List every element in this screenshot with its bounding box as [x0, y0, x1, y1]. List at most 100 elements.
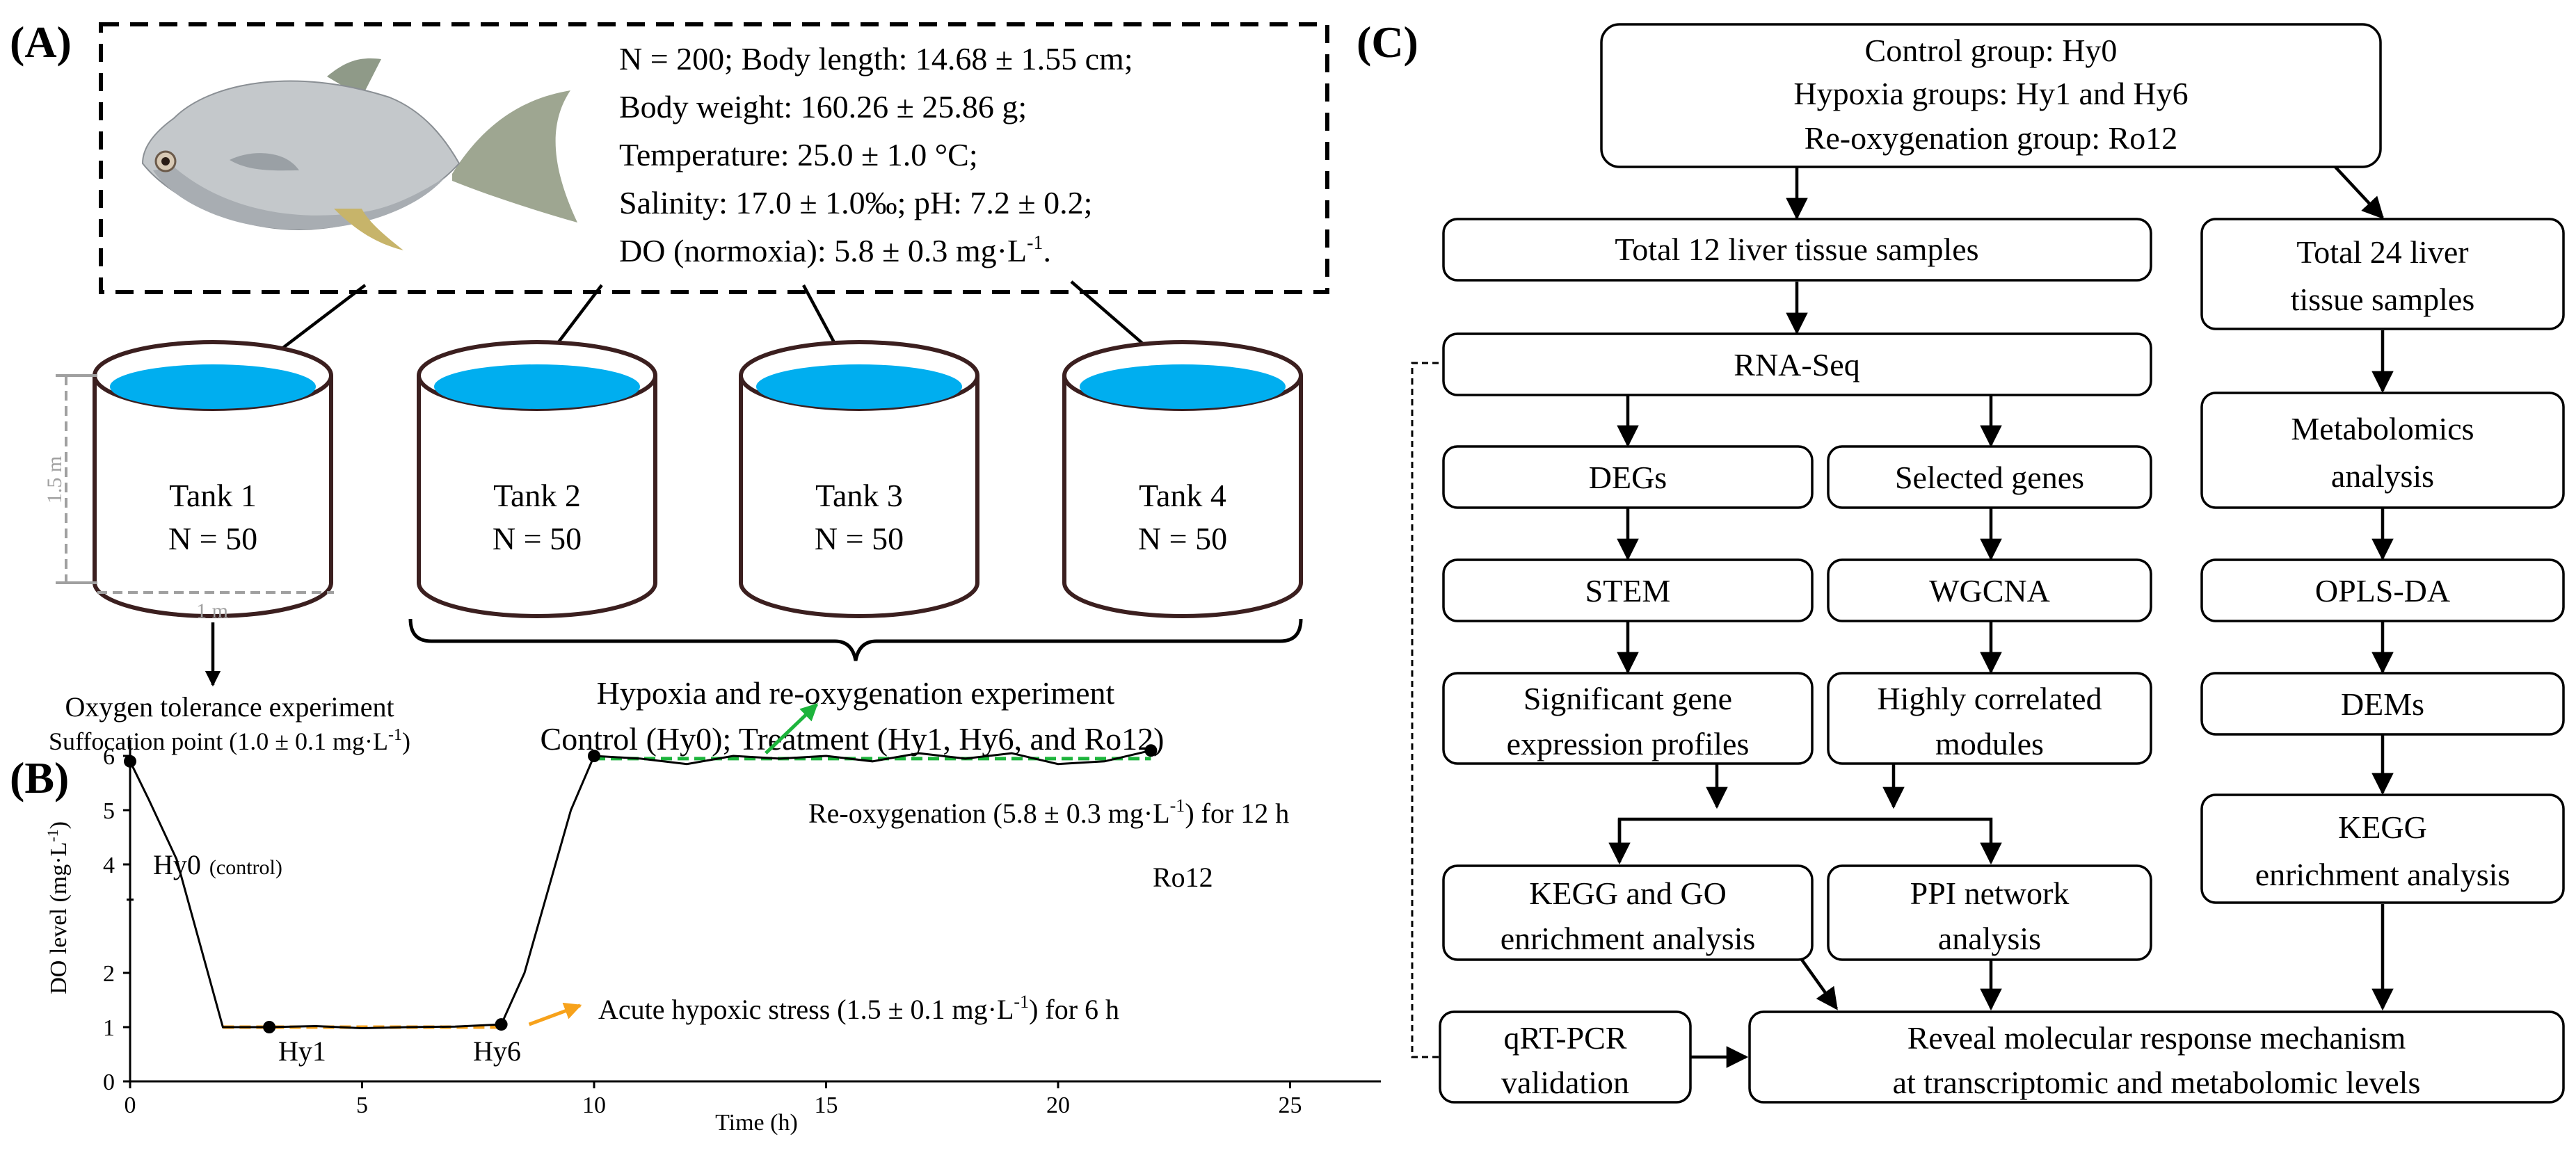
- sample-point: [588, 750, 600, 762]
- fish-belly-shade: [153, 167, 445, 229]
- sample-point: [495, 1018, 508, 1031]
- groups-line-3: Re-oxygenation group: Ro12: [1805, 120, 2178, 156]
- tank-name: Tank 3: [815, 478, 903, 513]
- tank-body: [93, 376, 333, 618]
- groups-box: [1600, 23, 2382, 168]
- reox-end: ) for 12 h: [1185, 798, 1289, 829]
- fish-info-box: [99, 22, 1329, 294]
- fish-info-text: N = 200; Body length: 14.68 ± 1.55 cm; B…: [619, 41, 1133, 268]
- reveal-line-2: at transcriptomic and metabolomic levels: [1893, 1065, 2421, 1100]
- panel-label-c: (C): [1357, 17, 1418, 67]
- liver24-line-1: Total 24 liver: [2296, 234, 2468, 270]
- y-axis-label: DO level (mg·L-1): [44, 821, 72, 994]
- tank-name: Tank 2: [493, 478, 581, 513]
- y-tick-label: 4: [103, 853, 115, 878]
- conn-merge-kegggo-ppi: [1617, 817, 2002, 865]
- panel-label-a: (A): [10, 17, 72, 67]
- hypoxia-experiment-title: Hypoxia and re-oxygenation experiment: [597, 675, 1115, 711]
- tank-water: [756, 364, 962, 409]
- tank-water: [1080, 364, 1286, 409]
- height-label: 1.5 m: [43, 456, 66, 503]
- reoxygenation-callout-arrow: [765, 703, 818, 755]
- groups-line-2: Hypoxia groups: Hy1 and Hy6: [1793, 76, 2188, 111]
- conn-kegggo-reveal: [1800, 958, 1838, 1010]
- kegg-go-line-2: enrichment analysis: [1501, 921, 1756, 956]
- tank-water: [110, 364, 316, 409]
- stem-box: [1442, 558, 1814, 622]
- kegg-box: [2200, 793, 2565, 904]
- selected-genes-box: [1827, 445, 2152, 509]
- oplsda-text: OPLS-DA: [2315, 573, 2450, 608]
- hy0-label: Hy0 (control): [153, 849, 282, 880]
- fish-body: [141, 80, 461, 231]
- y-tick-label: 6: [103, 744, 115, 770]
- dems-text: DEMs: [2341, 686, 2424, 722]
- tank-body: [739, 376, 979, 618]
- stress-text: Acute hypoxic stress (1.5 ± 0.1 mg·L: [598, 994, 1014, 1025]
- sig-profiles-box: [1442, 672, 1814, 765]
- liver24-box: [2200, 218, 2565, 330]
- rnaseq-box: [1442, 332, 2152, 396]
- y-axis-label-text: DO level (mg·L: [46, 842, 72, 994]
- kegg-line-1: KEGG: [2338, 809, 2427, 845]
- hypoxia-callout-arrow: [528, 1002, 582, 1026]
- oplsda-box: [2200, 558, 2565, 622]
- dems-box: [2200, 672, 2565, 736]
- info-line-5-end: .: [1043, 233, 1051, 268]
- info-line-2: Body weight: 160.26 ± 25.86 g;: [619, 89, 1027, 124]
- stress-label: Acute hypoxic stress (1.5 ± 0.1 mg·L-1) …: [598, 992, 1119, 1025]
- ro12-label: Ro12: [1153, 862, 1213, 893]
- hy0-text: Hy0: [153, 849, 201, 880]
- liver12-text: Total 12 liver tissue samples: [1615, 232, 1978, 267]
- y-tick-label: 2: [103, 961, 115, 987]
- tank-body: [417, 376, 657, 618]
- selected-genes-text: Selected genes: [1895, 460, 2084, 495]
- info-line-4: Salinity: 17.0 ± 1.0‰; pH: 7.2 ± 0.2;: [619, 185, 1092, 220]
- reveal-line-1: Reveal molecular response mechanism: [1907, 1020, 2406, 1056]
- kegg-go-box: [1442, 864, 1814, 961]
- tolerance-title: Oxygen tolerance experiment: [65, 691, 394, 723]
- liver24-line-2: tissue samples: [2291, 282, 2474, 317]
- y-axis-label-sup: -1: [44, 829, 61, 841]
- info-line-5-text: DO (normoxia): 5.8 ± 0.3 mg·L: [619, 233, 1027, 268]
- do-series-line: [129, 749, 1151, 1030]
- tank-2: Tank 2 N = 50: [417, 340, 657, 618]
- info-line-5-sup: -1: [1027, 232, 1043, 254]
- pectoral-fin: [230, 153, 299, 171]
- qrtpcr-box: [1439, 1010, 1692, 1104]
- tank-1: Tank 1N = 50: [93, 340, 333, 618]
- tank-body: [1062, 376, 1303, 618]
- x-tick-label: 10: [582, 1092, 606, 1118]
- tank-1-dimensions: 1.5 m 1 m: [43, 374, 334, 622]
- reox-sup: -1: [1170, 796, 1185, 816]
- liver12-box: [1442, 218, 2152, 282]
- panel-a: (A) N = 200; Body length: 14.68 ± 1.55 c…: [10, 17, 1329, 757]
- fish-illustration: [141, 58, 577, 250]
- tolerance-sub: Suffocation point (1.0 ± 0.1 mg·L-1): [49, 726, 410, 755]
- x-tick-label: 20: [1046, 1092, 1070, 1118]
- panel-label-b: (B): [10, 753, 69, 803]
- conn-qrtpcr-rnaseq-dashed: [1411, 355, 1491, 1058]
- metabolomics-line-1: Metabolomics: [2291, 411, 2474, 446]
- y-tick-label: 5: [103, 798, 115, 824]
- tank-count: N = 50: [493, 521, 582, 556]
- hy0-sub: (control): [209, 856, 282, 879]
- tanks-2-4-bracket: [408, 618, 1303, 661]
- stress-end: ) for 6 h: [1029, 994, 1119, 1025]
- tank-water: [434, 364, 640, 409]
- modules-line-2: modules: [1935, 726, 2044, 761]
- degs-box: [1442, 445, 1814, 509]
- panel-c: (C) Control gro: [1357, 17, 2565, 1104]
- info-line-5: DO (normoxia): 5.8 ± 0.3 mg·L-1.: [619, 232, 1051, 268]
- info-line-1: N = 200; Body length: 14.68 ± 1.55 cm;: [619, 41, 1133, 76]
- sample-point: [124, 755, 136, 768]
- metabolomics-box: [2200, 392, 2565, 509]
- kegg-line-2: enrichment analysis: [2255, 857, 2511, 892]
- ppi-line-2: analysis: [1938, 921, 2041, 956]
- groups-line-1: Control group: Hy0: [1865, 33, 2118, 68]
- y-tick-label: 1: [103, 1015, 115, 1041]
- tail-fin: [452, 90, 577, 223]
- reveal-box: [1748, 1010, 2565, 1104]
- tolerance-sub-sup: -1: [388, 726, 402, 744]
